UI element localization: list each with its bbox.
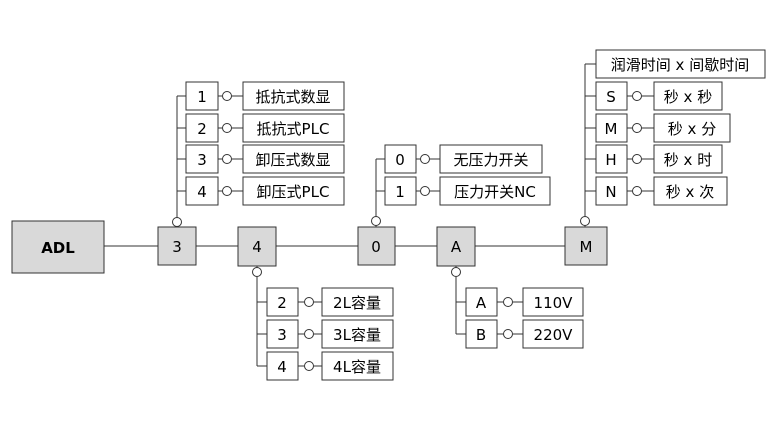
timing-option-s: S 秒 x 秒 — [595, 81, 723, 111]
node-circle — [420, 186, 430, 196]
node-circle — [632, 154, 642, 164]
display-option-2: 2 抵抗式PLC — [185, 113, 345, 143]
option-code: 1 — [197, 88, 207, 106]
option-label: 秒 x 秒 — [664, 88, 712, 106]
node-circle — [451, 267, 461, 277]
capacity-options: 2 2L容量 3 3L容量 4 4L容量 — [266, 287, 394, 381]
capacity-option-2: 2 2L容量 — [266, 287, 394, 317]
option-code: B — [476, 326, 486, 344]
option-label: 秒 x 次 — [666, 183, 714, 201]
node-circle — [304, 361, 314, 371]
node-circle — [632, 91, 642, 101]
option-code: M — [605, 120, 618, 138]
option-label: 2L容量 — [333, 294, 381, 312]
option-code: S — [606, 88, 616, 106]
node-circle — [222, 123, 232, 133]
option-code: 3 — [197, 151, 207, 169]
chain-box-pressure: 0 — [357, 226, 396, 266]
option-label: 卸压式PLC — [257, 183, 330, 201]
display-option-4: 4 卸压式PLC — [185, 176, 345, 206]
timing-header: 润滑时间 x 间歇时间 — [595, 49, 766, 79]
chain-box-timing: M — [564, 226, 608, 266]
option-label: 无压力开关 — [453, 151, 528, 169]
option-code: 1 — [395, 183, 405, 201]
display-options: 1 抵抗式数显 2 抵抗式PLC 3 卸压式数显 4 卸压式PLC — [185, 81, 345, 206]
option-code: 2 — [197, 120, 207, 138]
chain-code-display: 3 — [172, 238, 182, 256]
chain-code-capacity: 4 — [252, 238, 262, 256]
display-option-1: 1 抵抗式数显 — [185, 81, 345, 111]
option-code: H — [605, 151, 616, 169]
option-code: N — [605, 183, 616, 201]
option-label: 4L容量 — [333, 358, 381, 376]
chain-box-capacity: 4 — [237, 226, 277, 267]
chain-box-display: 3 — [157, 226, 197, 266]
option-code: 3 — [277, 326, 287, 344]
voltage-option-a: A 110V — [465, 287, 584, 317]
option-code: 0 — [395, 151, 405, 169]
voltage-options: A 110V B 220V — [465, 287, 584, 349]
option-code: 4 — [197, 183, 207, 201]
node-circle — [172, 217, 182, 227]
root-box: ADL — [11, 220, 105, 274]
chain-code-voltage: A — [451, 238, 462, 256]
timing-options: 润滑时间 x 间歇时间 S 秒 x 秒 M 秒 x 分 H 秒 x 时 N 秒 … — [595, 49, 766, 206]
node-circle — [222, 91, 232, 101]
node-circle — [632, 123, 642, 133]
pressure-switch-options: 0 无压力开关 1 压力开关NC — [384, 144, 551, 206]
node-circle — [420, 154, 430, 164]
voltage-option-b: B 220V — [465, 319, 584, 349]
option-label: 抵抗式PLC — [257, 120, 330, 138]
capacity-option-3: 3 3L容量 — [266, 319, 394, 349]
option-label: 压力开关NC — [454, 183, 536, 201]
pressure-option-0: 0 无压力开关 — [384, 144, 543, 174]
main-chain: ADL 3 4 0 A M — [11, 220, 608, 274]
node-circle — [580, 216, 590, 226]
option-label: 秒 x 分 — [668, 120, 716, 138]
timing-option-n: N 秒 x 次 — [595, 176, 728, 206]
option-code: A — [476, 294, 487, 312]
option-label: 卸压式数显 — [255, 151, 330, 169]
node-circle — [632, 186, 642, 196]
timing-option-h: H 秒 x 时 — [595, 144, 723, 174]
node-circle — [371, 216, 381, 226]
node-circle — [222, 154, 232, 164]
timing-header-label: 润滑时间 x 间歇时间 — [611, 56, 749, 74]
chain-box-voltage: A — [436, 226, 476, 267]
chain-code-timing: M — [580, 238, 593, 256]
root-label: ADL — [41, 239, 75, 257]
connector-nodes — [172, 91, 642, 371]
capacity-option-4: 4 4L容量 — [266, 351, 394, 381]
timing-option-m: M 秒 x 分 — [595, 113, 731, 143]
option-label: 秒 x 时 — [664, 151, 712, 169]
option-code: 4 — [277, 358, 287, 376]
option-label: 220V — [534, 326, 574, 344]
chain-code-pressure: 0 — [371, 238, 381, 256]
display-option-3: 3 卸压式数显 — [185, 144, 345, 174]
node-circle — [252, 267, 262, 277]
node-circle — [304, 329, 314, 339]
pressure-option-1: 1 压力开关NC — [384, 176, 551, 206]
node-circle — [503, 297, 513, 307]
node-circle — [222, 186, 232, 196]
option-code: 2 — [277, 294, 287, 312]
node-circle — [304, 297, 314, 307]
option-label: 抵抗式数显 — [255, 88, 330, 106]
option-label: 3L容量 — [333, 326, 381, 344]
node-circle — [503, 329, 513, 339]
option-label: 110V — [534, 294, 574, 312]
